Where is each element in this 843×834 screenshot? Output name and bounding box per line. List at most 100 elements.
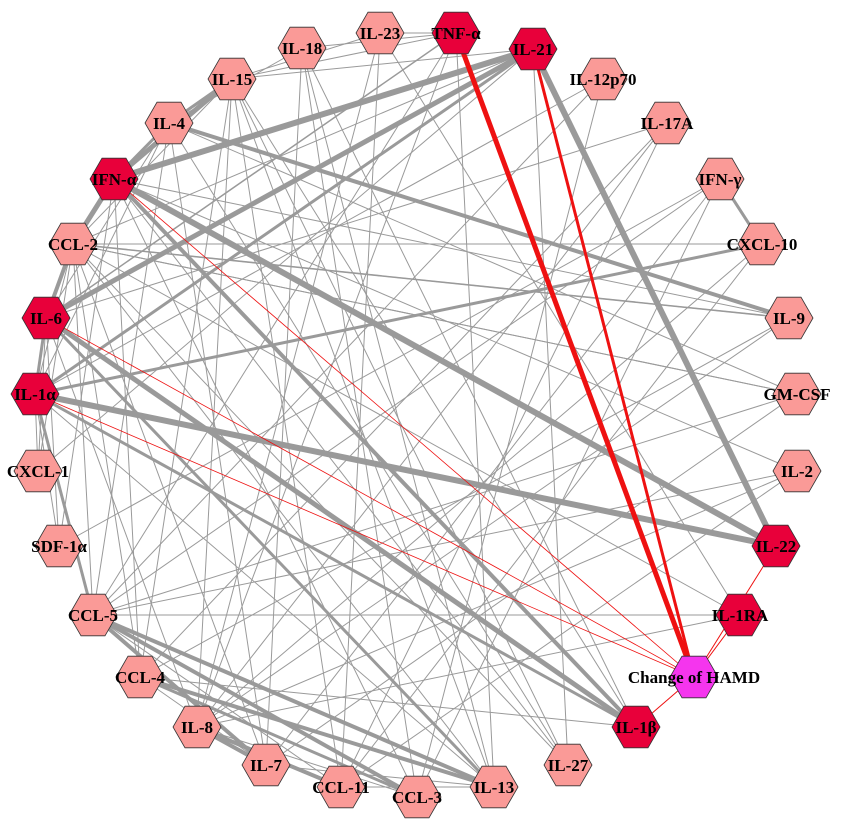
edge-il6-hamd [45, 317, 695, 678]
node-il1ra: IL-1RA [712, 593, 769, 637]
node-hexagon [508, 27, 558, 71]
node-label: IL-18 [282, 39, 323, 58]
edge-ifng-il7 [265, 178, 721, 766]
node-hexagon [611, 705, 661, 749]
edge-il8-il15 [196, 78, 233, 728]
node-hexagon [764, 296, 814, 340]
edge-ccl5-ccl11 [92, 614, 342, 788]
node-il21: IL-21 [508, 27, 558, 71]
edge-tnfa-hamd [453, 30, 697, 680]
edge-il21-il22 [530, 46, 779, 549]
node-ifna: IFN-α [89, 157, 139, 201]
node-label: CCL-4 [115, 668, 166, 687]
edge-ccl11-il15 [231, 78, 342, 788]
edge-il21-cxcl1 [37, 48, 534, 472]
edge-gmcsf-il7 [265, 393, 798, 766]
edge-tnfa-il8 [196, 32, 457, 728]
node-label: SDF-1α [31, 537, 87, 556]
node-hexagon [715, 593, 765, 637]
node-label: IL-9 [773, 309, 805, 328]
edge-il2-ccl11 [340, 470, 798, 788]
node-ccl3: CCL-3 [392, 775, 442, 819]
edge-il8-ccl3 [196, 726, 418, 798]
edge-tnfa-il15 [231, 32, 457, 80]
edge-il1ra-il8 [196, 614, 741, 728]
edge-ifna-il1b [112, 177, 638, 729]
edge-il2-ccl5 [92, 470, 798, 616]
node-label: IL-1RA [712, 606, 769, 625]
edge-il1a-il22 [32, 391, 779, 549]
edge-il6-il13 [44, 316, 496, 789]
edge-il6-il21 [43, 46, 536, 321]
node-cxcl1: CXCL-1 [7, 449, 69, 493]
node-label: CCL-2 [48, 235, 98, 254]
edge-il1b-ccl4 [139, 676, 637, 728]
edge-il7-il4 [168, 122, 267, 766]
edge-il21-hamd [531, 47, 696, 679]
edge-ifna-il22 [111, 176, 779, 549]
edge-ccl2-gmcsf [72, 243, 798, 395]
edge-ccl2-il7 [72, 243, 267, 766]
edge-il6-il4 [45, 122, 170, 319]
edge-ifna-il21 [111, 46, 536, 182]
node-hexagon [355, 11, 405, 55]
node-hexagon [772, 372, 822, 416]
node-hexagon [13, 449, 63, 493]
node-ifng: IFN-γ [695, 157, 745, 201]
node-hexagon [392, 775, 442, 819]
node-hexagon [207, 57, 257, 101]
edge-sdf1a-ifna [58, 178, 115, 547]
edge-il21-ccl2 [72, 48, 534, 245]
node-label: GM-CSF [763, 385, 830, 404]
node-hexagon [431, 11, 481, 55]
node-label: IL-1α [14, 385, 56, 404]
edge-il13-il15 [231, 78, 495, 788]
edge-ifng-sdf1a [58, 178, 721, 547]
node-hexagon [241, 743, 291, 787]
edge-il1a-il1b [33, 392, 638, 729]
node-label: IL-22 [756, 537, 797, 556]
edge-cxcl10-il8 [196, 243, 763, 728]
edge-il13-il18 [301, 47, 495, 788]
edge-ccl2-il15 [72, 78, 233, 245]
node-label: IL-17A [641, 114, 695, 133]
edge-cxcl10-ccl11 [340, 243, 763, 788]
node-label: IL-1β [615, 718, 656, 737]
node-il4: IL-4 [144, 101, 194, 145]
edge-il9-il8 [196, 317, 790, 728]
node-label: CXCL-10 [727, 235, 798, 254]
node-hexagon [115, 655, 165, 699]
edge-ifng-ccl5 [92, 178, 721, 616]
edge-tnfa-ccl5 [92, 32, 457, 616]
node-sdf1a: SDF-1α [31, 524, 87, 568]
edge-il13-ccl2 [72, 243, 495, 788]
edge-gmcsf-ccl5 [92, 393, 798, 616]
node-label: IL-23 [360, 24, 401, 43]
edge-il1ra-ccl2 [72, 243, 741, 616]
node-il13: IL-13 [469, 765, 519, 809]
edge-il27-il15 [231, 78, 569, 766]
edge-il27-il4 [168, 122, 569, 766]
edge-ccl5-il4 [92, 122, 170, 616]
edge-il4-il9 [167, 121, 791, 320]
edge-il17a-il6 [45, 122, 668, 319]
node-label: IL-13 [474, 778, 515, 797]
node-hexagon [172, 705, 222, 749]
edge-il6-il8 [45, 317, 198, 728]
node-label: IL-7 [250, 756, 283, 775]
edge-il12p70-il1a [34, 78, 604, 395]
node-label: CCL-5 [68, 606, 118, 625]
node-label: Change of HAMD [628, 668, 760, 687]
node-label: IL-6 [30, 309, 62, 328]
edge-ifna-hamd [113, 178, 695, 678]
node-ccl2: CCL-2 [48, 222, 98, 266]
node-hexagon [751, 524, 801, 568]
node-gmcsf: GM-CSF [763, 372, 831, 416]
node-label: IL-12p70 [569, 70, 636, 89]
edge-il27-ifna [113, 178, 569, 766]
node-hexagon [772, 449, 822, 493]
edge-il17a-ccl4 [139, 122, 668, 678]
edge-il1a-il13 [34, 393, 495, 788]
node-il6: IL-6 [21, 296, 71, 340]
